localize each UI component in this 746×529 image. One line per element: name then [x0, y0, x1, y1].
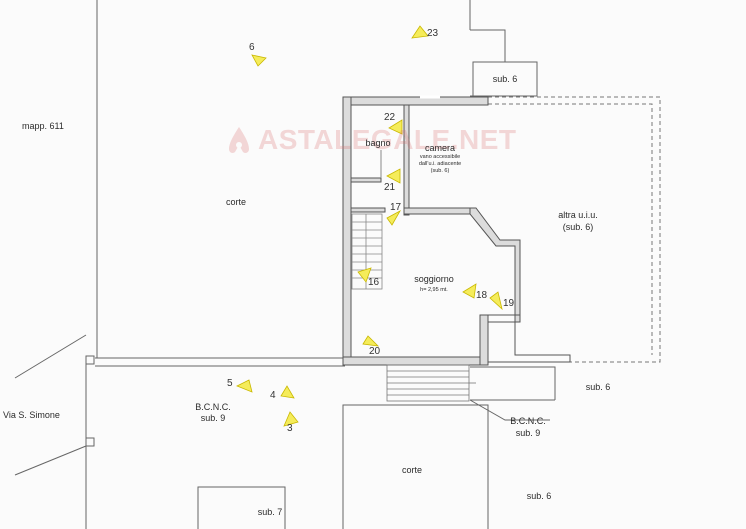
marker-number: 21: [384, 182, 396, 193]
marker-number: 18: [476, 290, 488, 301]
marker-number: 4: [270, 390, 276, 401]
camera-marker-23: [411, 25, 429, 39]
camera-marker-19: [489, 291, 503, 311]
marker-number: 6: [249, 42, 255, 53]
entrance-stair: [386, 364, 476, 402]
sub6-label-bottom: sub. 6: [526, 491, 552, 501]
adjacent-unit-outline: [488, 103, 653, 355]
street-edge: [14, 334, 87, 379]
room-label-bagno: bagno: [365, 138, 391, 148]
camera-note-2: dall'u.i. adiacente: [418, 161, 462, 167]
marker-number: 3: [287, 423, 293, 434]
boundary-marker: [85, 437, 95, 447]
marker-number: 5: [227, 378, 233, 389]
bcnc-label-left-sub: sub. 9: [200, 413, 226, 423]
camera-marker-6: [251, 54, 267, 67]
marker-number: 23: [427, 28, 439, 39]
courtyard-label-top: corte: [225, 197, 247, 207]
camera-marker-4: [280, 385, 295, 399]
camera-marker-22: [388, 119, 403, 135]
sub6-label-right: sub. 6: [585, 382, 611, 392]
soggiorno-height: h= 2,95 mt.: [420, 287, 448, 293]
room-label-soggiorno: soggiorno: [414, 274, 454, 284]
adjacent-unit-sub-label: (sub. 6): [562, 222, 594, 232]
parcel-line: [197, 486, 286, 529]
street-edge: [14, 445, 87, 476]
camera-marker-5: [236, 379, 253, 393]
sub6-label-top: sub. 6: [492, 74, 518, 84]
bcnc-label-left: B.C.N.C.: [195, 402, 231, 412]
camera-markers: [236, 25, 503, 427]
leader-line: [469, 399, 550, 421]
marker-number: 16: [368, 277, 380, 288]
marker-number: 17: [390, 202, 402, 213]
street-label: Via S. Simone: [3, 410, 60, 420]
marker-number: 22: [384, 112, 396, 123]
parcel-line: [342, 404, 465, 529]
camera-marker-21: [386, 168, 401, 184]
watermark-text: ASTALEGALE.NET: [258, 124, 517, 155]
camera-marker-18: [462, 283, 477, 299]
adjacent-unit-label: altra u.i.u.: [558, 210, 598, 220]
camera-note-3: (sub. 6): [430, 168, 450, 174]
bcnc-label-right: B.C.N.C.: [510, 416, 546, 426]
watermark: ASTALEGALE.NET: [226, 124, 516, 156]
marker-number: 19: [503, 298, 515, 309]
astalegale-logo-icon: [229, 127, 249, 153]
camera-marker-3: [283, 411, 299, 427]
camera-note-1: vano accessibile: [419, 154, 461, 160]
sub6-top-box: [472, 61, 538, 97]
adjacent-unit-outline: [488, 96, 661, 363]
parcel-line: [470, 366, 556, 400]
sub7-label: sub. 7: [257, 507, 283, 517]
parcel-label-mapp: mapp. 611: [22, 121, 64, 131]
boundary-marker: [85, 355, 95, 365]
marker-number: 20: [369, 346, 381, 357]
room-label-camera: camera: [424, 143, 456, 153]
boundary-line: [470, 29, 506, 62]
bcnc-label-right-sub: sub. 9: [515, 428, 541, 438]
parcel-line: [465, 404, 489, 529]
camera-marker-17: [386, 209, 402, 226]
camera-marker-16: [357, 267, 372, 283]
courtyard-label-bottom: corte: [401, 465, 423, 475]
camera-marker-20: [362, 335, 380, 347]
